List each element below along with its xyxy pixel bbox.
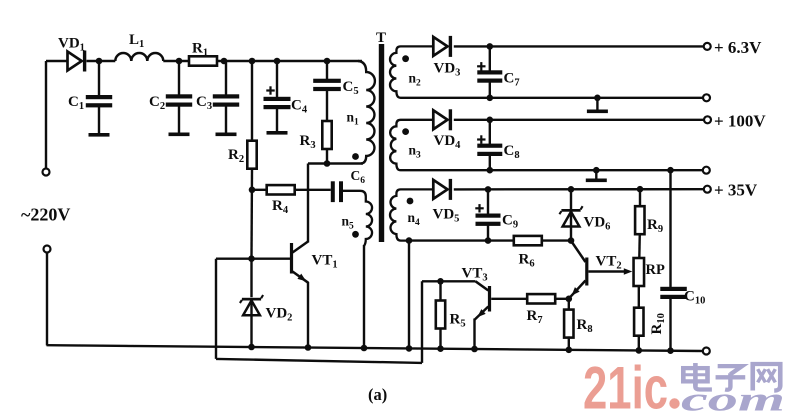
svg-text:~220V: ~220V bbox=[21, 205, 70, 225]
svg-text:+ 6.3V: + 6.3V bbox=[714, 38, 762, 57]
svg-text:(a): (a) bbox=[368, 385, 387, 404]
svg-text:+ 100V: + 100V bbox=[714, 112, 766, 131]
svg-text:T: T bbox=[376, 30, 386, 46]
svg-text:21ic: 21ic bbox=[583, 355, 668, 415]
svg-text:com: com bbox=[681, 382, 785, 415]
svg-text:+ 35V: + 35V bbox=[714, 181, 758, 200]
svg-text:RP: RP bbox=[646, 262, 665, 278]
